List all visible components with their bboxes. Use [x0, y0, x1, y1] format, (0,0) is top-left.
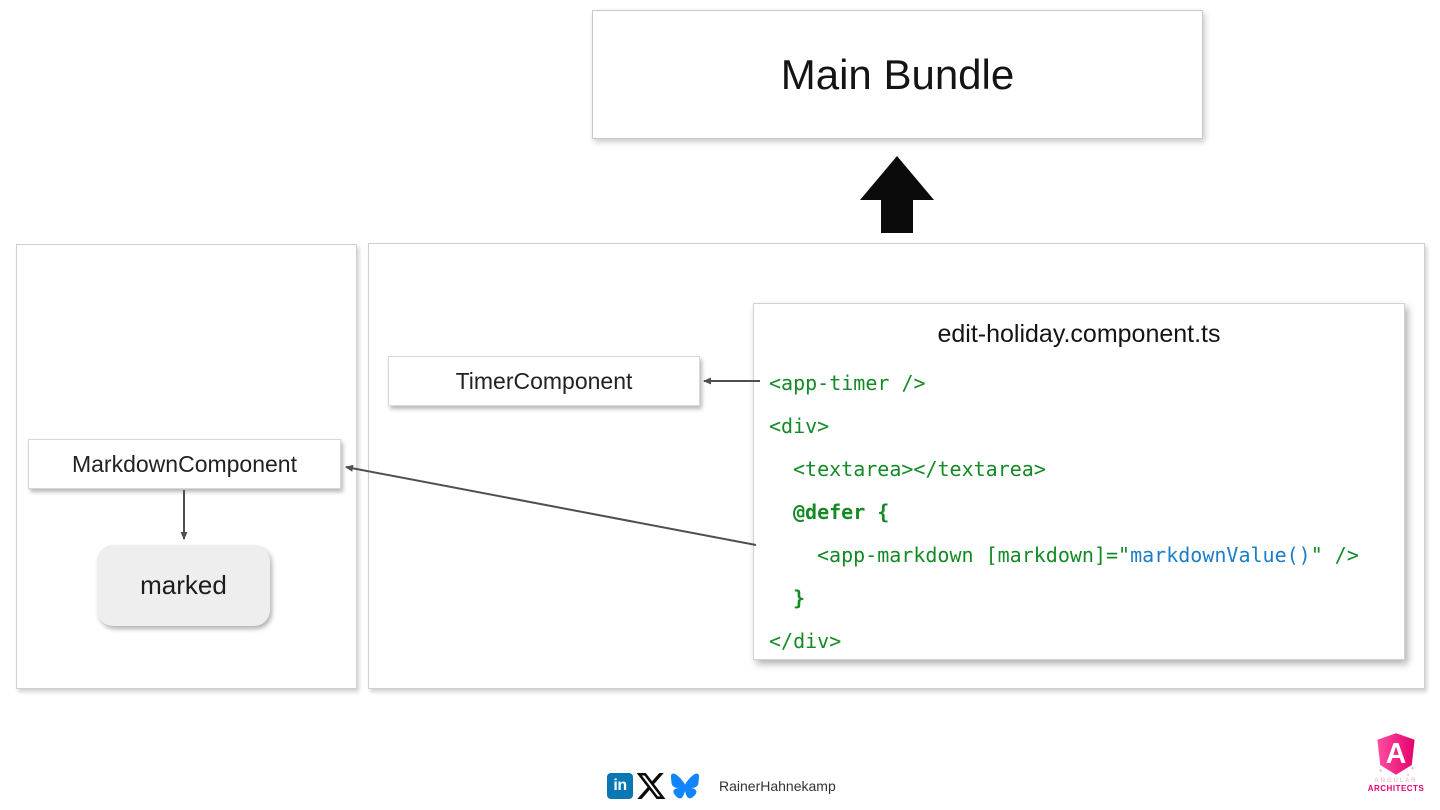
angular-architects-logo: A ANGULAR ARCHITECTS: [1368, 731, 1424, 807]
code-line: <app-markdown [markdown]="markdownValue(…: [769, 533, 1404, 576]
logo-bottom-text: ARCHITECTS: [1367, 784, 1425, 793]
angular-shield-icon: A: [1377, 733, 1415, 776]
code-panel: edit-holiday.component.ts <app-timer /><…: [753, 303, 1405, 660]
code-segment: <div>: [769, 413, 830, 438]
marked-lib-box: marked: [97, 545, 270, 626]
up-arrow: [860, 156, 934, 233]
code-line: <div>: [769, 404, 1404, 447]
code-segment: @defer {: [793, 499, 890, 524]
code-line: <app-timer />: [769, 361, 1404, 404]
code-line: <textarea></textarea>: [769, 447, 1404, 490]
code-segment: markdownValue(): [1130, 542, 1311, 567]
code-segment: <app-markdown [markdown]=": [817, 542, 1131, 567]
markdown-component-label: MarkdownComponent: [71, 450, 297, 477]
code-lines: <app-timer /> <div> <textarea></textarea> @…: [754, 361, 1404, 662]
x-icon: [636, 773, 666, 799]
author-handle: RainerHahnekamp: [719, 778, 836, 794]
main-bundle-label: Main Bundle: [780, 50, 1015, 98]
markdown-component-box: MarkdownComponent: [28, 439, 341, 489]
bluesky-icon: [671, 773, 699, 799]
code-segment: " />: [1310, 542, 1359, 567]
linkedin-icon-glyph: in: [613, 777, 627, 794]
logo-top-text: ANGULAR: [1374, 778, 1418, 784]
code-segment: </div>: [769, 628, 842, 653]
code-segment: }: [793, 585, 806, 610]
linkedin-icon: in: [607, 773, 633, 799]
code-segment: <textarea></textarea>: [793, 456, 1046, 481]
code-panel-title: edit-holiday.component.ts: [937, 320, 1221, 348]
timer-component-label: TimerComponent: [455, 367, 633, 394]
angular-shield-letter: A: [1386, 738, 1407, 770]
code-line: </div>: [769, 619, 1404, 662]
code-segment: <app-timer />: [769, 370, 926, 395]
main-bundle-box: Main Bundle: [592, 10, 1203, 139]
timer-component-box: TimerComponent: [388, 356, 700, 406]
footer: in RainerHahnekamp: [607, 770, 836, 802]
marked-lib-label: marked: [140, 570, 227, 600]
code-line: }: [769, 576, 1404, 619]
code-line: @defer {: [769, 490, 1404, 533]
